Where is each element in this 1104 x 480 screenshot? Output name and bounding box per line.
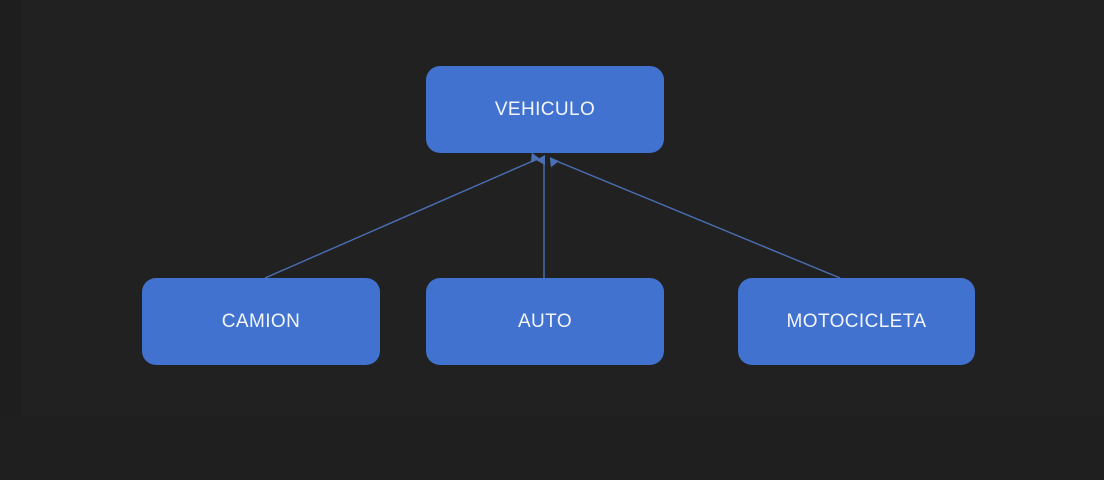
node-camion-label: CAMION xyxy=(221,310,301,332)
node-vehiculo[interactable]: VEHICULO xyxy=(426,66,664,153)
node-camion[interactable]: CAMION xyxy=(142,278,380,365)
node-auto[interactable]: AUTO xyxy=(426,278,664,365)
node-auto-label: AUTO xyxy=(517,310,573,332)
node-motocicleta[interactable]: MOTOCICLETA xyxy=(738,278,975,365)
node-motocicleta-label: MOTOCICLETA xyxy=(786,310,927,332)
node-vehiculo-label: VEHICULO xyxy=(494,98,596,120)
canvas-lower-band xyxy=(0,415,1104,480)
